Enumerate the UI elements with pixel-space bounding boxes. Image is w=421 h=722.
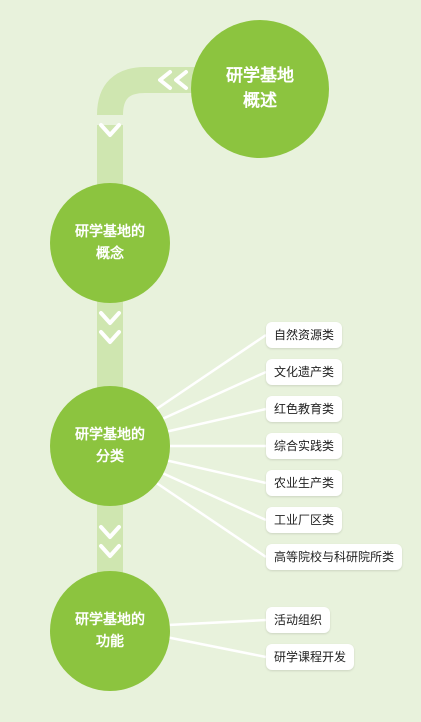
branch-lines [154, 333, 267, 659]
chevron-down-icon [99, 330, 121, 344]
chevron-group [99, 70, 188, 558]
chevron-down-icon [99, 525, 121, 539]
tag-activity-organization[interactable]: 活动组织 [266, 607, 331, 633]
tag-course-development[interactable]: 研学课程开发 [266, 644, 355, 670]
concept-node[interactable]: 研学基地的 概念 [50, 183, 170, 303]
branch-line [154, 480, 267, 559]
main-topic-node[interactable]: 研学基地 概述 [191, 20, 329, 158]
branch-line [164, 458, 267, 485]
branch-line [167, 618, 267, 627]
function-node[interactable]: 研学基地的 功能 [50, 571, 170, 691]
chevron-down-icon [99, 311, 121, 325]
tag-agricultural-production[interactable]: 农业生产类 [266, 470, 343, 496]
tag-red-education[interactable]: 红色教育类 [266, 396, 343, 422]
chevron-left-icon [174, 70, 188, 90]
tag-cultural-heritage[interactable]: 文化遗产类 [266, 359, 343, 385]
tag-natural-resources[interactable]: 自然资源类 [266, 322, 343, 348]
branch-line [165, 635, 267, 659]
branch-line [154, 333, 267, 412]
tag-comprehensive-practice[interactable]: 综合实践类 [266, 433, 343, 459]
chevron-left-icon [158, 70, 172, 90]
classification-node[interactable]: 研学基地的 分类 [50, 386, 170, 506]
tag-industrial-zone[interactable]: 工业厂区类 [266, 507, 343, 533]
spine-track [97, 67, 210, 630]
tag-universities-research[interactable]: 高等院校与科研院所类 [266, 544, 403, 570]
chevron-down-icon [99, 123, 121, 137]
chevron-down-icon [99, 544, 121, 558]
branch-line [159, 470, 267, 522]
branch-line [159, 370, 267, 422]
branch-line [164, 407, 267, 434]
